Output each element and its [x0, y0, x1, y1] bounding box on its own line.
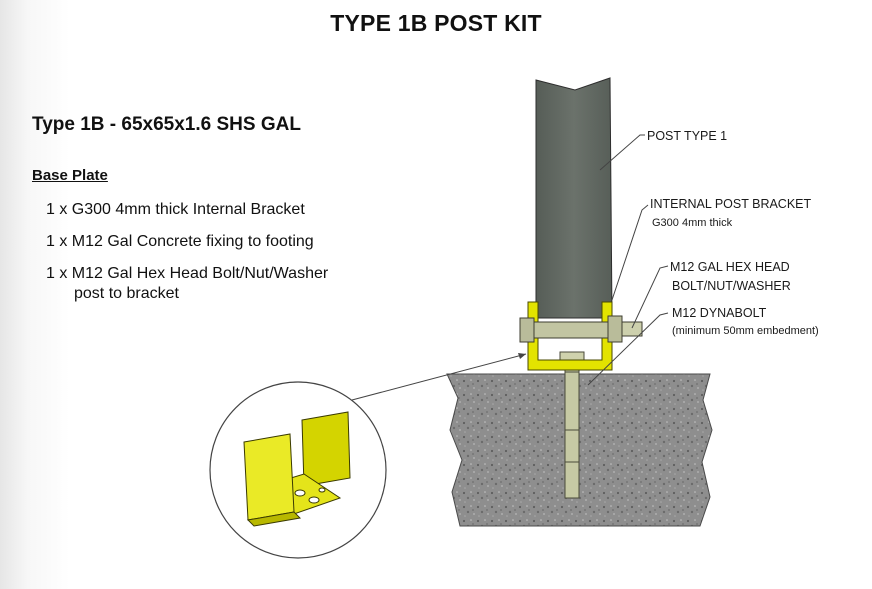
parts-list: 1 x G300 4mm thick Internal Bracket 1 x …: [46, 200, 328, 316]
list-item-text: 1 x M12 Gal Hex Head Bolt/Nut/Washer: [46, 265, 329, 282]
leader-bracket: [611, 204, 649, 301]
leader-dynabolt: [587, 312, 669, 386]
label-hex-bolt: M12 GAL HEX HEAD: [670, 260, 790, 274]
label-dynabolt: M12 DYNABOLT: [672, 306, 767, 320]
label-dynabolt-embedment: (minimum 50mm embedment): [672, 325, 819, 337]
list-item: 1 x M12 Gal Hex Head Bolt/Nut/Washer pos…: [46, 264, 328, 304]
list-item: 1 x G300 4mm thick Internal Bracket: [46, 200, 328, 220]
list-item-text: 1 x M12 Gal Concrete fixing to footing: [46, 233, 314, 250]
label-internal-bracket: INTERNAL POST BRACKET: [650, 197, 812, 211]
dynabolt: [559, 351, 585, 499]
internal-bracket: [527, 301, 613, 371]
list-item-continuation: post to bracket: [74, 285, 179, 302]
post: [535, 77, 613, 319]
leader-post: [599, 134, 645, 171]
leader-detail: [351, 353, 527, 401]
bracket-detail: [209, 381, 387, 559]
list-item-text: 1 x G300 4mm thick Internal Bracket: [46, 201, 305, 218]
leader-arrowhead: [518, 353, 526, 359]
list-item: 1 x M12 Gal Concrete fixing to footing: [46, 232, 328, 252]
label-bolt-nut-washer: BOLT/NUT/WASHER: [672, 279, 791, 293]
section-heading-base-plate: Base Plate: [32, 167, 108, 184]
kit-subtitle: Type 1B - 65x65x1.6 SHS GAL: [32, 114, 301, 135]
label-post-type: POST TYPE 1: [647, 129, 727, 143]
page-title: TYPE 1B POST KIT: [330, 10, 542, 36]
hex-bolt: [519, 315, 643, 343]
leader-hex-bolt: [631, 265, 669, 329]
label-bracket-thickness: G300 4mm thick: [652, 217, 733, 229]
